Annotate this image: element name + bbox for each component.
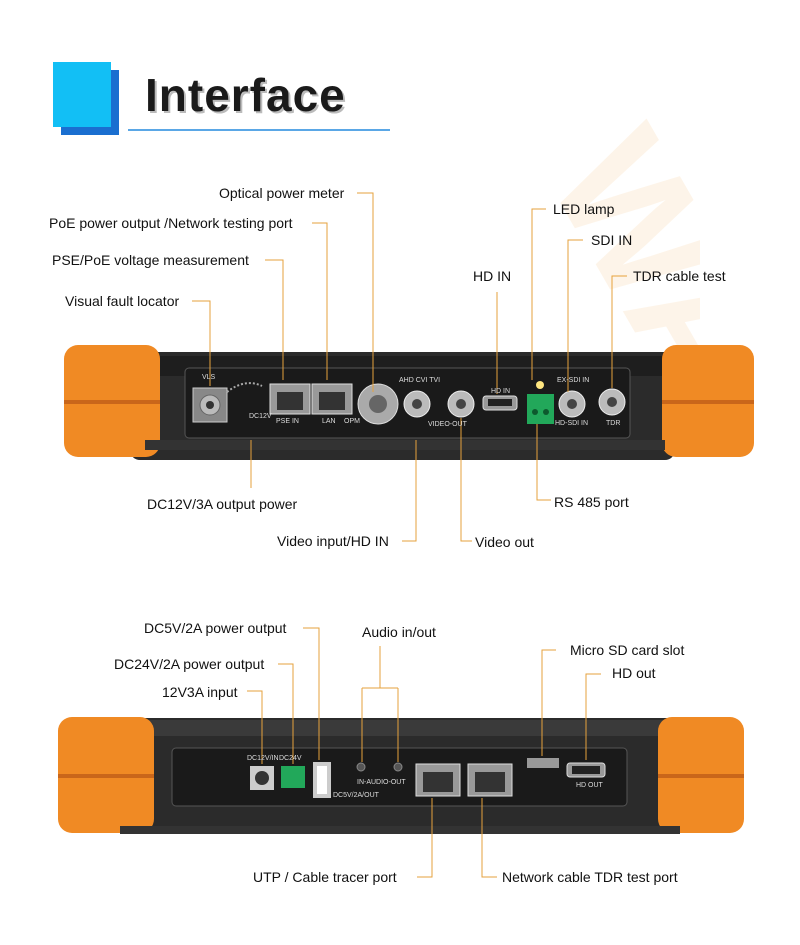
label-hd-in: HD IN: [473, 268, 512, 284]
page-title: Interface: [145, 69, 346, 121]
print-hd-sdi: HD-SDI IN: [555, 420, 589, 427]
print-tdr: TDR: [606, 420, 621, 427]
print-dc5v: DC5V/2A/OUT: [333, 792, 379, 799]
print-video-out: VIDEO-OUT: [428, 421, 467, 428]
label-micro-sd: Micro SD card slot: [570, 642, 685, 658]
label-12v-input: 12V3A input: [162, 684, 238, 700]
label-poe-output: PoE power output /Network testing port: [49, 215, 293, 231]
label-sdi-in: SDI IN: [591, 232, 633, 248]
label-rs485: RS 485 port: [554, 494, 629, 510]
print-hd-in: HD IN: [491, 388, 511, 395]
bottom-device: [58, 717, 744, 834]
label-optical-power-meter: Optical power meter: [219, 185, 345, 201]
label-video-out: Video out: [475, 534, 534, 550]
print-audio: IN-AUDIO-OUT: [357, 779, 406, 786]
label-hd-out: HD out: [612, 665, 656, 681]
label-audio: Audio in/out: [362, 624, 436, 640]
label-tdr-port: Network cable TDR test port: [502, 869, 678, 885]
print-dc12v: DC12V: [249, 413, 272, 420]
print-ex-sdi: EX-SDI IN: [557, 377, 590, 384]
label-visual-fault: Visual fault locator: [65, 293, 180, 309]
label-dc5v: DC5V/2A power output: [144, 620, 287, 636]
top-device: [64, 345, 754, 460]
leader-lines: [192, 192, 627, 878]
print-pse-in: PSE IN: [276, 418, 299, 425]
print-hd-out: HD OUT: [576, 782, 603, 789]
label-dc12v: DC12V/3A output power: [147, 496, 298, 512]
print-ahd: AHD CVI TVI: [399, 377, 441, 384]
title-underline: [128, 129, 390, 131]
label-led-lamp: LED lamp: [553, 201, 615, 217]
print-dc12vin: DC12V/IN: [247, 755, 279, 762]
label-pse-poe: PSE/PoE voltage measurement: [52, 252, 249, 268]
print-opm: OPM: [344, 418, 360, 425]
print-dc24v: DC24V: [279, 755, 302, 762]
label-tdr-cable: TDR cable test: [633, 268, 726, 284]
label-video-input: Video input/HD IN: [277, 533, 389, 549]
title-decoration-front: [53, 62, 111, 127]
label-dc24v: DC24V/2A power output: [114, 656, 265, 672]
print-vlf: VLS: [202, 374, 216, 381]
label-utp: UTP / Cable tracer port: [253, 869, 397, 885]
print-lan: LAN: [322, 418, 336, 425]
